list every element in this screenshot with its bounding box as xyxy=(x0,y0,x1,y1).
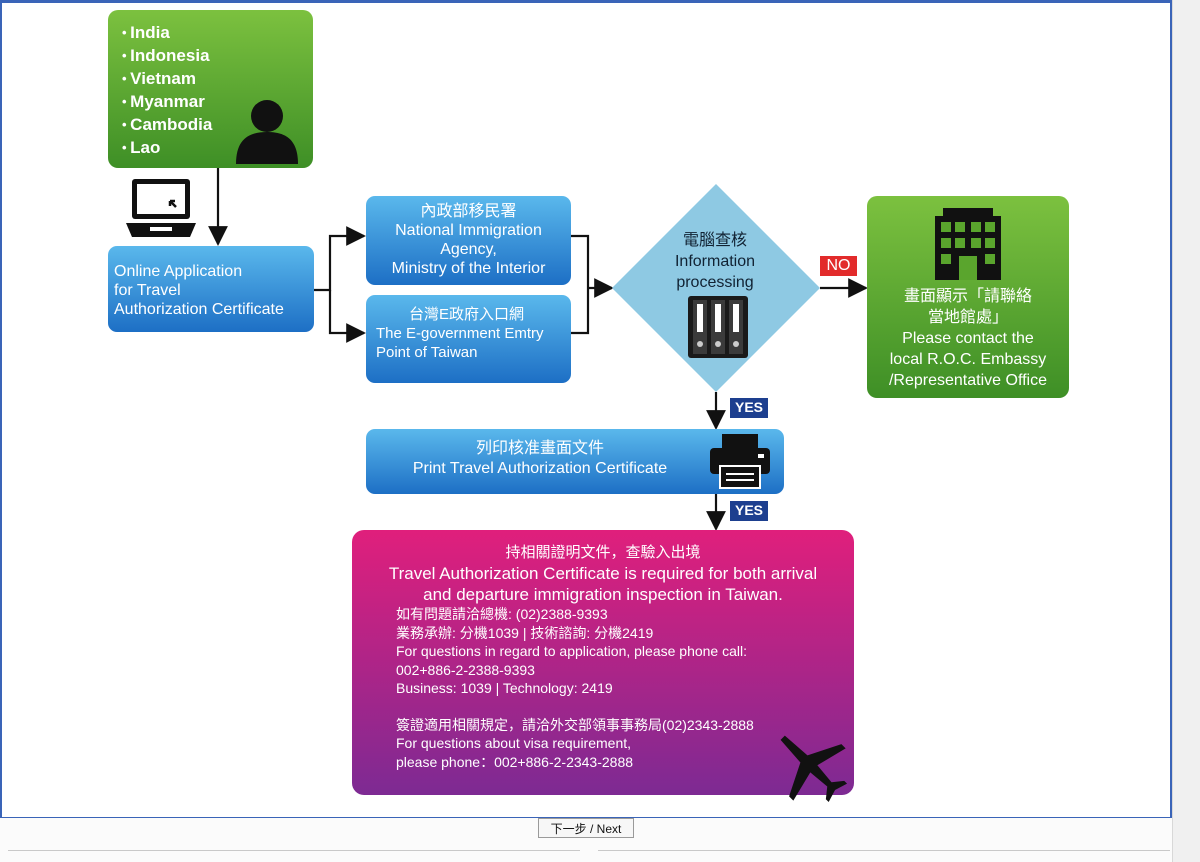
merge-line xyxy=(571,234,590,335)
processing-zh: 電腦查核 xyxy=(682,232,747,249)
final-en: Travel Authorization Certificate is requ… xyxy=(388,564,818,583)
next-button[interactable]: 下一步 / Next xyxy=(538,818,634,838)
final-detail: For questions about visa requirement, xyxy=(396,735,632,751)
nia-box: 內政部移民署 National Immigration Agency, Mini… xyxy=(366,196,571,285)
divider xyxy=(598,850,1170,861)
final-detail: For questions in regard to application, … xyxy=(396,643,747,659)
final-detail: please phone：002+886-2-2343-2888 xyxy=(396,753,634,770)
egov-box: 台灣E政府入口網 The E-government Emtry Point of… xyxy=(366,295,571,383)
airplane-icon xyxy=(780,735,848,803)
arrow-app-to-nia xyxy=(314,226,366,292)
final-en: and departure immigration inspection in … xyxy=(423,585,783,604)
egov-en: The E-government Emtry xyxy=(376,325,544,342)
divider xyxy=(8,850,580,861)
countries-box: India Indonesia Vietnam Myanmar Cambodia… xyxy=(108,10,313,168)
country-item: Lao xyxy=(122,137,313,160)
nia-zh: 內政部移民署 xyxy=(420,203,517,220)
print-zh: 列印核准畫面文件 xyxy=(475,440,604,457)
online-application-line: Online Application xyxy=(114,263,243,280)
inspection-info-box: 持相關證明文件，查驗入出境 Travel Authorization Certi… xyxy=(352,530,854,803)
processing-diamond xyxy=(612,184,820,392)
server-icon xyxy=(688,296,748,358)
nia-en: Agency, xyxy=(440,241,497,258)
processing-en: Information xyxy=(674,253,756,270)
contact-zh: 當地館處」 xyxy=(927,309,1008,326)
final-detail: Business: 1039 | Technology: 2419 xyxy=(396,680,613,696)
print-en: Print Travel Authorization Certificate xyxy=(412,460,668,477)
spacer xyxy=(360,698,846,716)
laptop-icon xyxy=(126,179,196,237)
person-icon xyxy=(236,100,298,164)
contact-embassy-box: 畫面顯示「請聯絡 當地館處」 Please contact the local … xyxy=(867,196,1069,398)
yes-label: YES xyxy=(730,398,768,418)
final-zh-title: 持相關證明文件，查驗入出境 xyxy=(505,544,701,561)
printer-icon xyxy=(1072,427,1136,483)
building-icon xyxy=(935,208,1001,280)
final-detail: 簽證適用相關規定，請洽外交部領事事務局(02)2343-2888 xyxy=(396,716,754,733)
yes-label: YES xyxy=(730,501,768,521)
online-application-line: for Travel xyxy=(114,282,181,299)
country-item: Vietnam xyxy=(122,68,313,91)
egov-zh: 台灣E政府入口網 xyxy=(408,306,524,323)
contact-en: /Representative Office xyxy=(888,372,1047,389)
processing-label: 電腦查核 Information processing xyxy=(640,230,790,293)
arrow-app-to-egov xyxy=(328,290,366,343)
country-item: Cambodia xyxy=(122,114,313,137)
vertical-scrollbar[interactable] xyxy=(1172,0,1200,862)
country-item: Indonesia xyxy=(122,45,313,68)
nia-en: Ministry of the Interior xyxy=(391,260,546,277)
nia-en: National Immigration xyxy=(395,222,542,239)
country-item: Myanmar xyxy=(122,91,313,114)
country-item: India xyxy=(122,22,313,45)
contact-zh: 畫面顯示「請聯絡 xyxy=(903,288,1032,305)
contact-en: local R.O.C. Embassy xyxy=(889,351,1047,368)
final-detail: 如有問題請洽總機: (02)2388-9393 xyxy=(396,606,608,622)
online-application-box: Online Application for Travel Authorizat… xyxy=(108,246,314,332)
printer-icon xyxy=(710,434,770,489)
final-detail: 業務承辦: 分機1039 | 技術諮詢: 分機2419 xyxy=(396,624,654,641)
contact-en: Please contact the xyxy=(902,330,1034,347)
egov-en: Point of Taiwan xyxy=(376,344,478,361)
no-label: NO xyxy=(820,256,857,276)
final-detail: 002+886-2-2388-9393 xyxy=(396,661,535,678)
online-application-line: Authorization Certificate xyxy=(114,301,284,318)
processing-en: processing xyxy=(676,274,754,291)
